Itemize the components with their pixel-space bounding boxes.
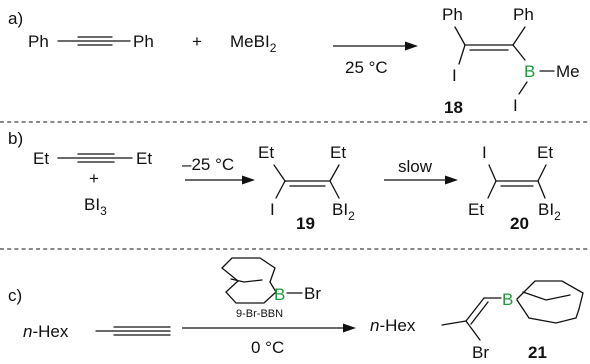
triple-bond-a (57, 36, 131, 46)
reactant-ethyl-right: Et (136, 149, 152, 168)
reactant-phenyl-right: Ph (133, 32, 154, 51)
product-20-iodo: I (482, 143, 487, 162)
reagent-bi3-subscript: 3 (100, 204, 107, 218)
reagent-bi3: BI3 (84, 195, 107, 218)
product-18-structure: Ph Ph I B Me I 18 (442, 5, 580, 117)
intermediate-19-subscript: 2 (348, 209, 355, 223)
product-21-bromo: Br (472, 343, 489, 362)
product-18-boron-iodo: I (513, 96, 518, 115)
plus-sign-b: + (89, 169, 99, 188)
svg-text:MeBI2: MeBI2 (230, 32, 277, 55)
reagent-subscript: 2 (270, 41, 277, 55)
product-18-iodo: I (452, 66, 457, 85)
reagent-boron: B (254, 32, 265, 51)
product-20-structure: I Et Et BI2 20 (468, 143, 561, 233)
intermediate-19-boron: B (332, 200, 343, 219)
reagent-mebi2: MeBI2 (230, 32, 277, 55)
reactant-ethyl-left: Et (33, 149, 49, 168)
compound-number-18: 18 (444, 98, 463, 117)
reagent-bbn-bromo: Br (304, 284, 321, 303)
panel-b: b) Et Et + BI3 –25 °C Et Et I BI2 (8, 129, 561, 233)
reaction-arrow-b2 (384, 175, 458, 185)
product-18-boron: B (524, 62, 535, 81)
panel-a-label: a) (8, 9, 23, 28)
panel-a: a) Ph Ph + MeBI2 25 °C Ph Ph (8, 5, 580, 117)
compound-number-21: 21 (528, 343, 547, 362)
reagent-name: 9-Br-BBN (236, 308, 283, 320)
reaction-arrow-c (182, 323, 356, 333)
triple-bond-b (57, 153, 133, 163)
plus-sign-a: + (192, 32, 202, 51)
intermediate-19-iodine: I (343, 200, 348, 219)
intermediate-19-iodo: I (270, 200, 275, 219)
product-20-iodine: I (549, 200, 554, 219)
product-21-structure: n-Hex Br B 21 (370, 280, 584, 362)
reagent-bi3-iodine: I (95, 195, 100, 214)
reaction-arrow-a (333, 41, 418, 51)
product-20-ethyl-left: Et (468, 200, 484, 219)
product-21-prefix: n (370, 316, 379, 335)
condition-c: 0 °C (251, 338, 284, 357)
alkyne-hexyl: n-Hex (23, 322, 69, 341)
product-20-boron: B (538, 200, 549, 219)
product-21-chain: -Hex (379, 316, 415, 335)
product-21-hexyl: n-Hex (370, 316, 416, 335)
product-21-boron: B (502, 290, 513, 309)
intermediate-19-ethyl-left: Et (258, 143, 274, 162)
intermediate-19-ethyl-right: Et (330, 143, 346, 162)
triple-bond-c (95, 326, 171, 336)
alkyne-chain: -Hex (32, 322, 68, 341)
intermediate-19-structure: Et Et I BI2 19 (258, 143, 355, 233)
reagent-iodine: I (265, 32, 270, 51)
reagent-9-br-bbn: B Br 9-Br-BBN (221, 257, 321, 320)
product-20-bi2: BI2 (538, 200, 561, 223)
panel-c: c) n-Hex B Br 9-Br-BBN 0 °C n-Hex (8, 257, 584, 362)
compound-number-19: 19 (296, 214, 315, 233)
condition-b1: –25 °C (182, 155, 234, 174)
reagent-bbn-boron: B (274, 285, 285, 304)
condition-b2: slow (398, 157, 433, 176)
panel-c-label: c) (8, 286, 22, 305)
product-18-methyl: Me (556, 62, 580, 81)
panel-b-label: b) (8, 129, 23, 148)
product-18-phenyl-right: Ph (513, 5, 534, 24)
reagent-methyl: Me (230, 32, 254, 51)
product-18-phenyl-left: Ph (442, 5, 463, 24)
product-20-ethyl-right: Et (537, 143, 553, 162)
product-20-subscript: 2 (554, 209, 561, 223)
condition-a: 25 °C (345, 58, 388, 77)
reactant-phenyl-left: Ph (28, 32, 49, 51)
intermediate-19-bi2: BI2 (332, 200, 355, 223)
reagent-bi3-boron: B (84, 195, 95, 214)
reaction-arrow-b1 (185, 175, 255, 185)
compound-number-20: 20 (510, 214, 529, 233)
alkyne-prefix: n (23, 322, 32, 341)
